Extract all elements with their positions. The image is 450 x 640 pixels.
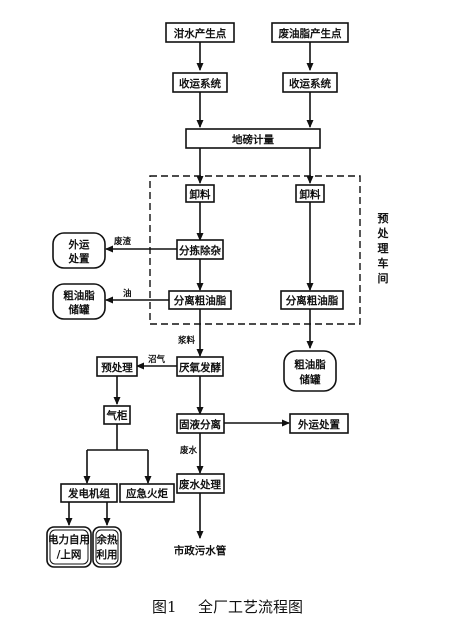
collect-box-1 [172,72,228,93]
sludge-source-label: 泔水产生点 [174,27,227,40]
wastewater-box [176,473,225,494]
external-disposal-box-1 [52,232,106,269]
anaerobic-box [176,356,224,377]
oil-label: 油 [123,288,132,299]
solid-liquid-label: 固液分离 [179,418,221,431]
crude-tank-label-1b: 储罐 [69,303,90,316]
power-label-a: 电力自用 [48,533,90,546]
anaerobic-label: 厌氧发酵 [179,361,221,374]
sludge-source-box [165,22,235,43]
heat-box [92,526,122,568]
flare-label: 应急火炬 [126,487,168,500]
heat-label-a: 余热 [96,533,118,546]
biogas-label: 沼气 [148,354,166,365]
sorting-label: 分拣除杂 [179,244,221,257]
flare-box [119,483,175,503]
crude-tank-label-2a: 粗油脂 [294,358,326,371]
external-disposal-label-1b: 处置 [68,252,90,265]
oil-source-box [271,22,349,43]
collect-label-2: 收运系统 [289,77,331,90]
external-disposal-box-2 [289,413,349,434]
side-rounded-boxes [52,232,337,392]
waste-residue-label: 废渣 [114,236,132,247]
weighbridge-box [185,128,321,149]
crude-tank-label-1a: 粗油脂 [63,289,95,302]
crude-tank-label-2b: 储罐 [300,373,321,386]
figure-number: 图1 [152,598,177,616]
workshop-vertical-label: 预 处 理 车 间 [377,211,390,285]
gas-holder-box [103,405,131,425]
pretreat-label: 预处理 [101,361,133,374]
pretreatment-workshop-boundary [149,175,361,325]
wastewater-flow-label: 废水 [180,445,198,456]
workshop-char-2: 处 [377,226,390,240]
solid-liquid-box [176,413,225,434]
flow-labels: 废渣 油 浆料 沼气 废水 [114,236,198,456]
wastewater-label: 废水处理 [179,478,221,491]
unload-box-1 [185,184,215,203]
pretreat-box [96,356,138,377]
workshop-boxes [168,184,344,310]
node-labels: 泔水产生点 废油脂产生点 收运系统 收运系统 地磅计量 卸料 卸料 分拣除杂 分… [48,27,342,561]
workshop-char-4: 车 [378,256,389,270]
slurry-label: 浆料 [177,335,196,346]
crude-oil-tank-box-1 [52,283,106,320]
separate-oil-label-2: 分离粗油脂 [286,294,339,307]
external-disposal-label-2: 外运处置 [297,418,340,431]
workshop-char-1: 预 [378,211,389,225]
heat-label-b: 利用 [97,548,118,561]
unload-label-2: 卸料 [300,188,321,201]
collect-box-2 [282,72,338,93]
sorting-box [176,239,224,260]
power-box [46,526,92,568]
collect-label-1: 收运系统 [179,77,221,90]
oil-source-label: 废油脂产生点 [279,27,342,40]
flow-lines [65,42,314,539]
separate-oil-box-2 [280,290,344,310]
output-boxes [46,526,122,568]
workshop-char-3: 理 [378,242,389,255]
separate-oil-label-1: 分离粗油脂 [174,294,227,307]
process-boxes [60,356,349,503]
crude-oil-tank-box-2 [283,350,337,392]
unload-label-1: 卸料 [190,188,211,201]
top-source-boxes [165,22,349,149]
workshop-char-5: 间 [378,272,389,285]
weighbridge-label: 地磅计量 [232,133,274,146]
unload-box-2 [295,184,325,203]
separate-oil-box-1 [168,290,232,310]
external-disposal-label-1a: 外运 [68,238,90,251]
figure-caption: 图1 全厂工艺流程图 [152,598,303,616]
figure-title: 全厂工艺流程图 [198,598,303,616]
generator-box [60,483,118,503]
gas-holder-label: 气柜 [106,409,128,422]
municipal-sewer-label: 市政污水管 [174,544,227,557]
generator-label: 发电机组 [67,487,110,500]
power-label-b: /上网 [57,548,82,561]
